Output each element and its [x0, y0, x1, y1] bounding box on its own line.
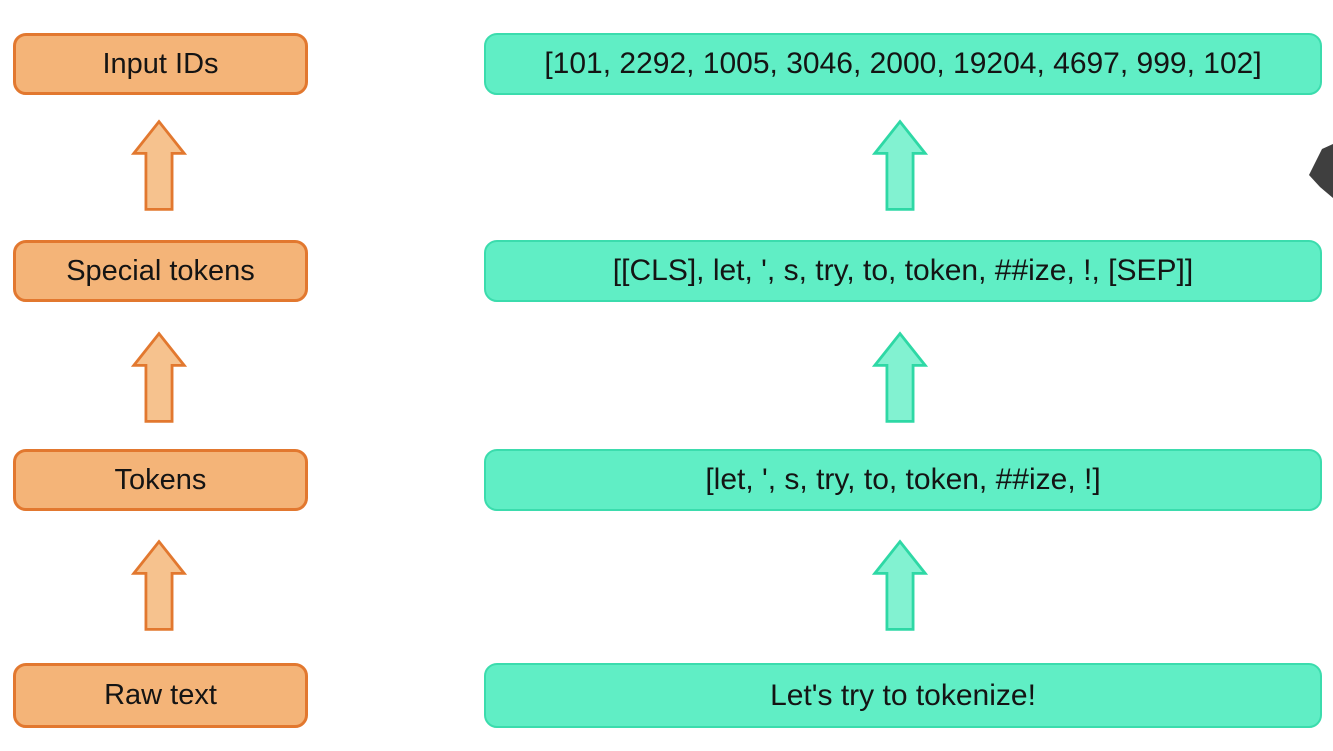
up-arrow-icon	[872, 539, 928, 631]
mouse-cursor-icon	[1309, 144, 1333, 198]
up-arrow-icon	[131, 119, 187, 211]
value-box-tokens: [let, ', s, try, to, token, ##ize, !]	[484, 449, 1322, 511]
stage-label: Special tokens	[66, 254, 255, 287]
up-arrow-icon	[131, 331, 187, 423]
value-text: [let, ', s, try, to, token, ##ize, !]	[705, 463, 1101, 496]
up-arrow-icon	[872, 331, 928, 423]
stage-label: Input IDs	[102, 47, 219, 80]
value-text: [[CLS], let, ', s, try, to, token, ##ize…	[612, 254, 1194, 287]
up-arrow-icon	[872, 119, 928, 211]
stage-box-special-tokens: Special tokens	[13, 240, 308, 302]
value-box-special-tokens: [[CLS], let, ', s, try, to, token, ##ize…	[484, 240, 1322, 302]
stage-box-raw-text: Raw text	[13, 663, 308, 728]
stage-label: Tokens	[114, 463, 207, 496]
stage-label: Raw text	[104, 679, 217, 711]
value-box-input-ids: [101, 2292, 1005, 3046, 2000, 19204, 469…	[484, 33, 1322, 95]
stage-box-input-ids: Input IDs	[13, 33, 308, 95]
up-arrow-icon	[131, 539, 187, 631]
value-text: Let's try to tokenize!	[770, 678, 1036, 712]
stage-box-tokens: Tokens	[13, 449, 308, 511]
value-text: [101, 2292, 1005, 3046, 2000, 19204, 469…	[544, 47, 1262, 80]
value-box-raw-text: Let's try to tokenize!	[484, 663, 1322, 728]
